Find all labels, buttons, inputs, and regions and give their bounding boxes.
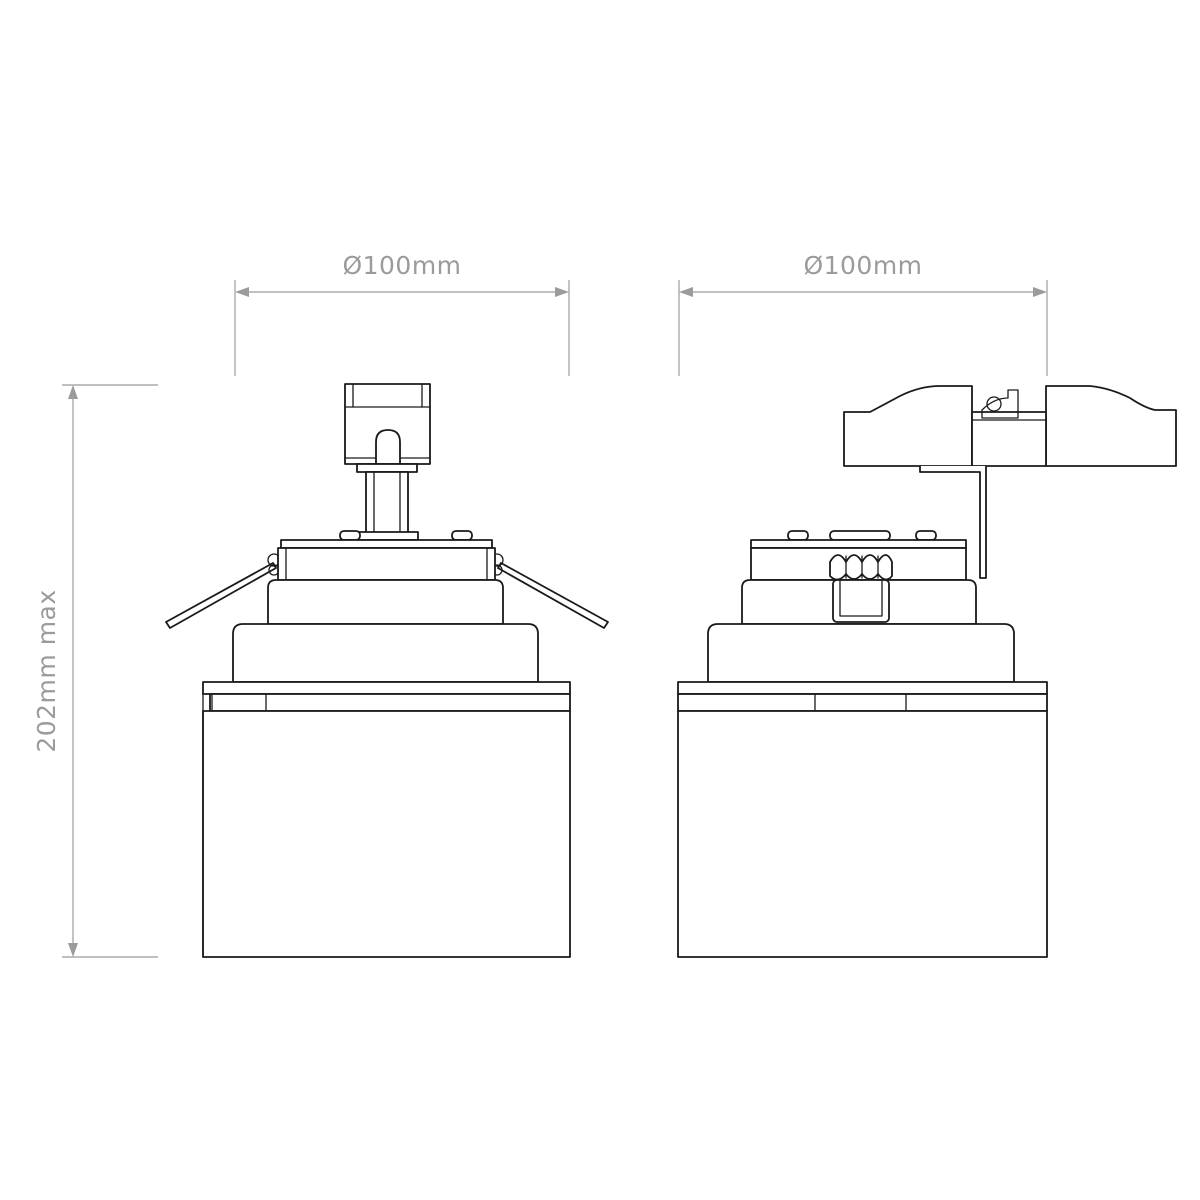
mounting-plate (277, 539, 496, 581)
upper-collar (267, 579, 504, 625)
downlight-side-view (677, 385, 1177, 958)
main-body (202, 710, 571, 958)
spring-clip-right (490, 553, 609, 629)
trim-ring (209, 693, 571, 712)
torsion-spring (829, 554, 893, 623)
terminal-block (843, 385, 1177, 467)
spring-cap (829, 530, 891, 541)
dimension-label-left-width: Ø100mm (342, 251, 461, 280)
screw-head (915, 530, 937, 541)
spring-clip-left (165, 553, 281, 629)
screw-head (451, 530, 473, 541)
screw-head (339, 530, 361, 541)
dimension-left-width: Ø100mm (234, 251, 570, 376)
trim-flange-side (677, 681, 1048, 695)
trim-flange (202, 681, 571, 695)
downlight-front-view (165, 383, 609, 958)
lower-collar (232, 623, 539, 683)
lower-collar-side (707, 623, 1015, 683)
connector-stem (355, 471, 419, 541)
support-bracket (919, 466, 987, 579)
dimension-right-width: Ø100mm (678, 251, 1048, 376)
dimension-label-height: 202mm max (32, 589, 61, 752)
dimension-height: 202mm max (32, 384, 158, 958)
trim-ring-side (677, 693, 1048, 712)
main-body-side (677, 710, 1048, 958)
terminal-connector (344, 383, 431, 473)
dimension-label-right-width: Ø100mm (803, 251, 922, 280)
screw-head (787, 530, 809, 541)
